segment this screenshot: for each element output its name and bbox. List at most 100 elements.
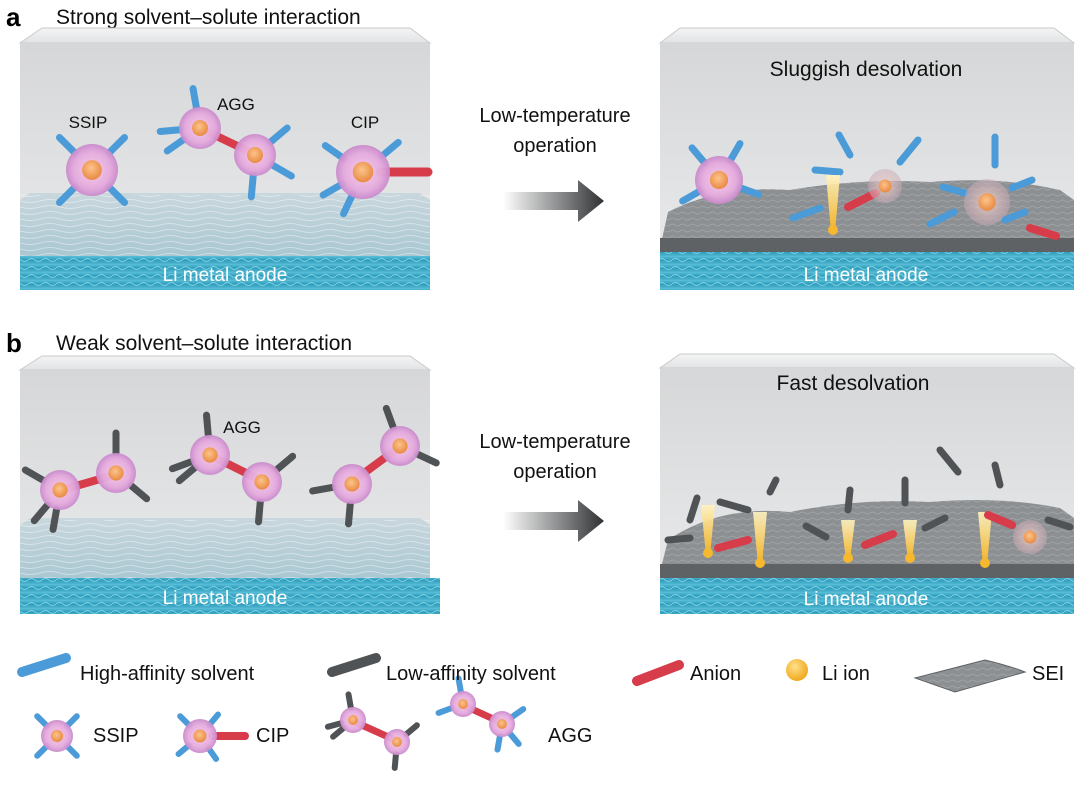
legend-agg-high-icon <box>435 675 527 753</box>
solvent-molecule <box>766 476 780 496</box>
solvent-molecule <box>926 208 958 228</box>
solvent-molecule <box>939 183 969 197</box>
panel-b-agg-complex-2 <box>168 411 297 526</box>
solvent-molecule <box>811 166 844 176</box>
panel-a-arrow-text-1: Low-temperature <box>479 105 630 127</box>
li-ion-cone <box>903 520 917 560</box>
panel-a-cip-label: CIP <box>351 113 379 132</box>
solvent-molecule <box>21 466 47 484</box>
panel-a-agg-label: AGG <box>217 95 255 114</box>
solvent-molecule <box>55 133 79 157</box>
panel-b-arrow-text-1: Low-temperature <box>479 431 630 453</box>
li-ion <box>905 553 915 563</box>
legend-cip-label: CIP <box>256 725 289 747</box>
solvent-molecule <box>936 446 962 476</box>
panel-b-right-anode <box>660 578 1074 614</box>
legend-sei-label: SEI <box>1032 663 1064 685</box>
panel-a-right-title: Sluggish desolvation <box>770 58 963 81</box>
solvent-molecule <box>789 204 824 222</box>
solvent-molecule <box>63 742 80 759</box>
li-ion <box>703 548 713 558</box>
li-ion <box>980 558 990 568</box>
solvent-molecule <box>391 750 399 771</box>
solvent-molecule <box>508 706 527 721</box>
solvent-molecule <box>63 713 80 730</box>
solvent-molecule <box>163 135 188 155</box>
panel-b-arrow: Low-temperature operation <box>479 431 631 542</box>
li-core <box>978 193 996 211</box>
panel-a-heading: Strong solvent–solute interaction <box>56 6 361 29</box>
solvent-molecule <box>1044 516 1074 531</box>
li-ion-cone <box>701 505 715 555</box>
solvent-molecule <box>494 732 503 753</box>
legend-anion-label: Anion <box>690 663 741 685</box>
li-core <box>108 465 124 481</box>
legend-low-affinity-label: Low-affinity solvent <box>386 663 556 685</box>
panel-b-agg-complex-1 <box>21 429 151 533</box>
solvent-molecule <box>688 144 709 167</box>
anion <box>984 511 1016 529</box>
li-core <box>392 438 408 454</box>
li-ion <box>755 558 765 568</box>
legend-li-ion-swatch <box>786 659 808 681</box>
panel-a-arrow-shape <box>503 180 604 222</box>
li-core <box>82 160 102 180</box>
li-core <box>52 482 68 498</box>
legend-ssip-label: SSIP <box>93 725 139 747</box>
solvent-molecule <box>414 450 440 467</box>
li-ion-cone <box>978 512 992 565</box>
solvent-molecule <box>382 404 397 431</box>
solvent-molecule <box>991 461 1004 489</box>
panel-b-left-anode <box>20 578 440 614</box>
panel-b-right-title: Fast desolvation <box>777 372 930 395</box>
legend-high-affinity-swatch <box>17 653 71 677</box>
panel-b-arrow-text-2: operation <box>513 461 596 483</box>
solvent-molecule <box>324 720 345 730</box>
anion <box>1026 224 1060 240</box>
legend-agg-label: AGG <box>548 725 592 747</box>
solvent-molecule <box>506 730 522 747</box>
panel-a-right-anode <box>660 252 1074 290</box>
li-core <box>709 170 729 190</box>
solvent-molecule <box>189 85 201 112</box>
anion <box>861 530 897 549</box>
panel-b-agg-label: AGG <box>223 418 261 437</box>
li-core <box>392 737 402 747</box>
panel-a-right-free <box>789 131 1060 240</box>
panel-a-letter: a <box>6 2 21 32</box>
li-core <box>352 161 374 183</box>
li-core <box>202 447 218 463</box>
solvent-molecule <box>266 124 291 146</box>
molecules-layer <box>21 85 1074 568</box>
li-ion <box>843 553 853 563</box>
panel-a-ssip-label: SSIP <box>69 113 108 132</box>
solvent-molecule <box>34 713 51 730</box>
panel-a-agg-complex <box>156 85 295 201</box>
panel-a-cip-complex <box>319 138 433 218</box>
li-core <box>878 179 892 193</box>
solvent-molecule <box>896 136 922 166</box>
panel-a-arrow-text-2: operation <box>513 135 596 157</box>
solvent-molecule <box>1008 176 1036 192</box>
legend: High-affinity solvent Low-affinity solve… <box>17 653 1064 771</box>
solvent-molecule <box>1001 208 1029 224</box>
li-ion-cone <box>826 175 840 232</box>
panel-a-left-anode <box>20 256 430 290</box>
solvent-molecule <box>736 184 762 198</box>
solvent-molecule <box>309 483 336 495</box>
solvent-molecule <box>127 482 151 503</box>
solvent-molecule <box>921 514 949 532</box>
solvent-molecule <box>30 501 51 525</box>
panel-b-right-anode-label: Li metal anode <box>804 589 929 610</box>
legend-cip-icon <box>175 711 249 762</box>
panel-a-right-anode-label: Li metal anode <box>804 265 929 286</box>
solvent-molecule <box>726 140 744 165</box>
solvent-molecule <box>835 131 854 159</box>
panel-b-agg-complex-3 <box>309 404 440 528</box>
solvent-molecule <box>345 691 354 712</box>
legend-ssip-icon <box>34 713 80 759</box>
li-ion-cone <box>753 512 767 565</box>
solvent-molecule <box>330 724 347 740</box>
panel-a-arrow: Low-temperature operation <box>479 105 631 222</box>
